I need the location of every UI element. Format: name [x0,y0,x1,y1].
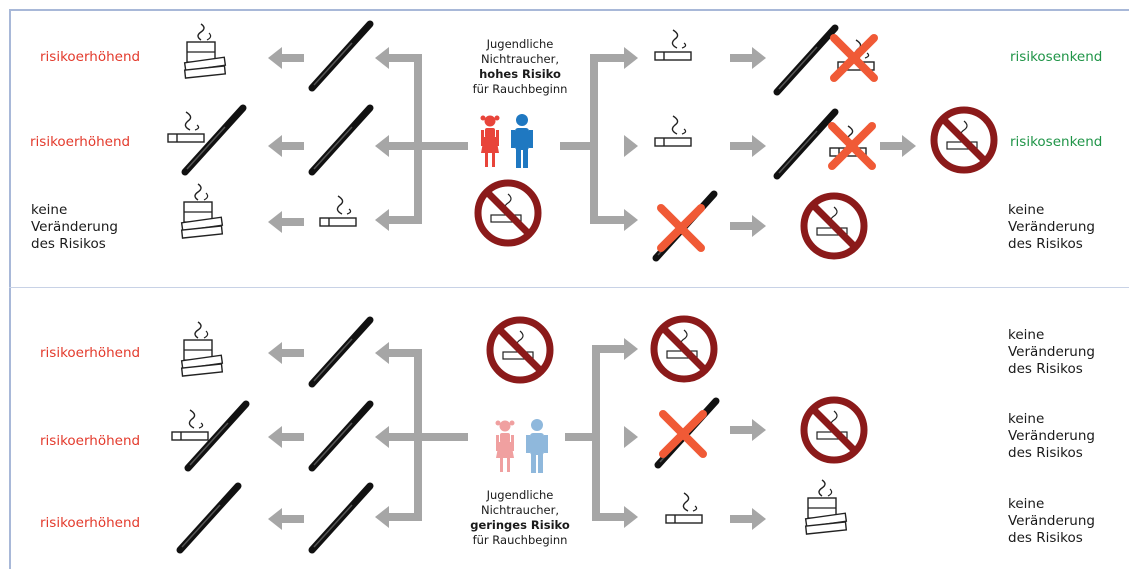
cross-icon [663,414,703,454]
e-cigarette-icon [180,486,238,550]
e-cigarette-icon [312,486,370,550]
bottom-right-bracket [565,345,627,521]
bottom-left-label-3: risikoerhöhend [40,515,141,531]
no-smoking-icon [478,183,538,243]
boy-high-risk-icon [511,114,533,168]
cross-icon [834,38,874,78]
no-smoking-icon [804,400,864,460]
bottom-left-label-1: risikoerhöhend [40,345,141,361]
top-right-label-1: risikosenkend [1010,49,1103,65]
cigarettes-icon [180,321,224,377]
bottom-left-bracket [385,349,468,521]
top-right-label-2: risikosenkend [1010,134,1103,150]
arrow-left-icon [268,508,304,530]
top-right-bracket [560,54,627,224]
top-left-bracket [385,54,468,224]
cigarette-icon [665,492,703,524]
arrow-left-icon [268,426,304,448]
arrow-right-icon [730,508,766,530]
no-smoking-icon [934,110,994,170]
no-smoking-icon [654,319,714,379]
arrow-right-icon [880,135,916,157]
frame-left-border [9,9,11,569]
top-left-label-2: risikoerhöhend [30,134,131,150]
arrow-right-icon [730,215,766,237]
cross-icon [661,208,701,248]
bottom-left-label-2: risikoerhöhend [40,433,141,449]
arrow-right-icon [730,419,766,441]
no-smoking-icon [804,196,864,256]
cigarettes-icon [180,183,224,239]
no-smoking-icon [490,320,550,380]
e-cigarette-icon [312,108,370,172]
arrow-right-icon [730,47,766,69]
e-cigarette-icon [312,320,370,384]
cigarettes-icon [804,479,848,535]
e-cigarette-icon [777,112,835,176]
cigarette-icon [319,195,357,227]
cigarette-icon [654,29,692,61]
girl-high-risk-icon [480,115,500,167]
bottom-center-caption: Jugendliche Nichtraucher, geringes Risik… [470,488,570,547]
section-divider [9,287,1129,288]
girl-low-risk-icon [495,420,515,472]
cigarettes-icon [183,23,227,79]
top-center-caption: Jugendliche Nichtraucher, hohes Risiko f… [472,37,568,96]
cigarette-icon [171,409,209,441]
arrow-left-icon [268,211,304,233]
frame-top-border [9,9,1129,11]
arrow-left-icon [268,47,304,69]
e-cigarette-icon [312,24,370,88]
boy-low-risk-icon [526,419,548,473]
arrow-left-icon [268,342,304,364]
cigarette-icon [167,111,205,143]
e-cigarette-icon [777,28,835,92]
arrow-right-icon [730,135,766,157]
cigarette-icon [654,115,692,147]
e-cigarette-icon [312,404,370,468]
arrow-left-icon [268,135,304,157]
top-left-label-1: risikoerhöhend [40,49,141,65]
